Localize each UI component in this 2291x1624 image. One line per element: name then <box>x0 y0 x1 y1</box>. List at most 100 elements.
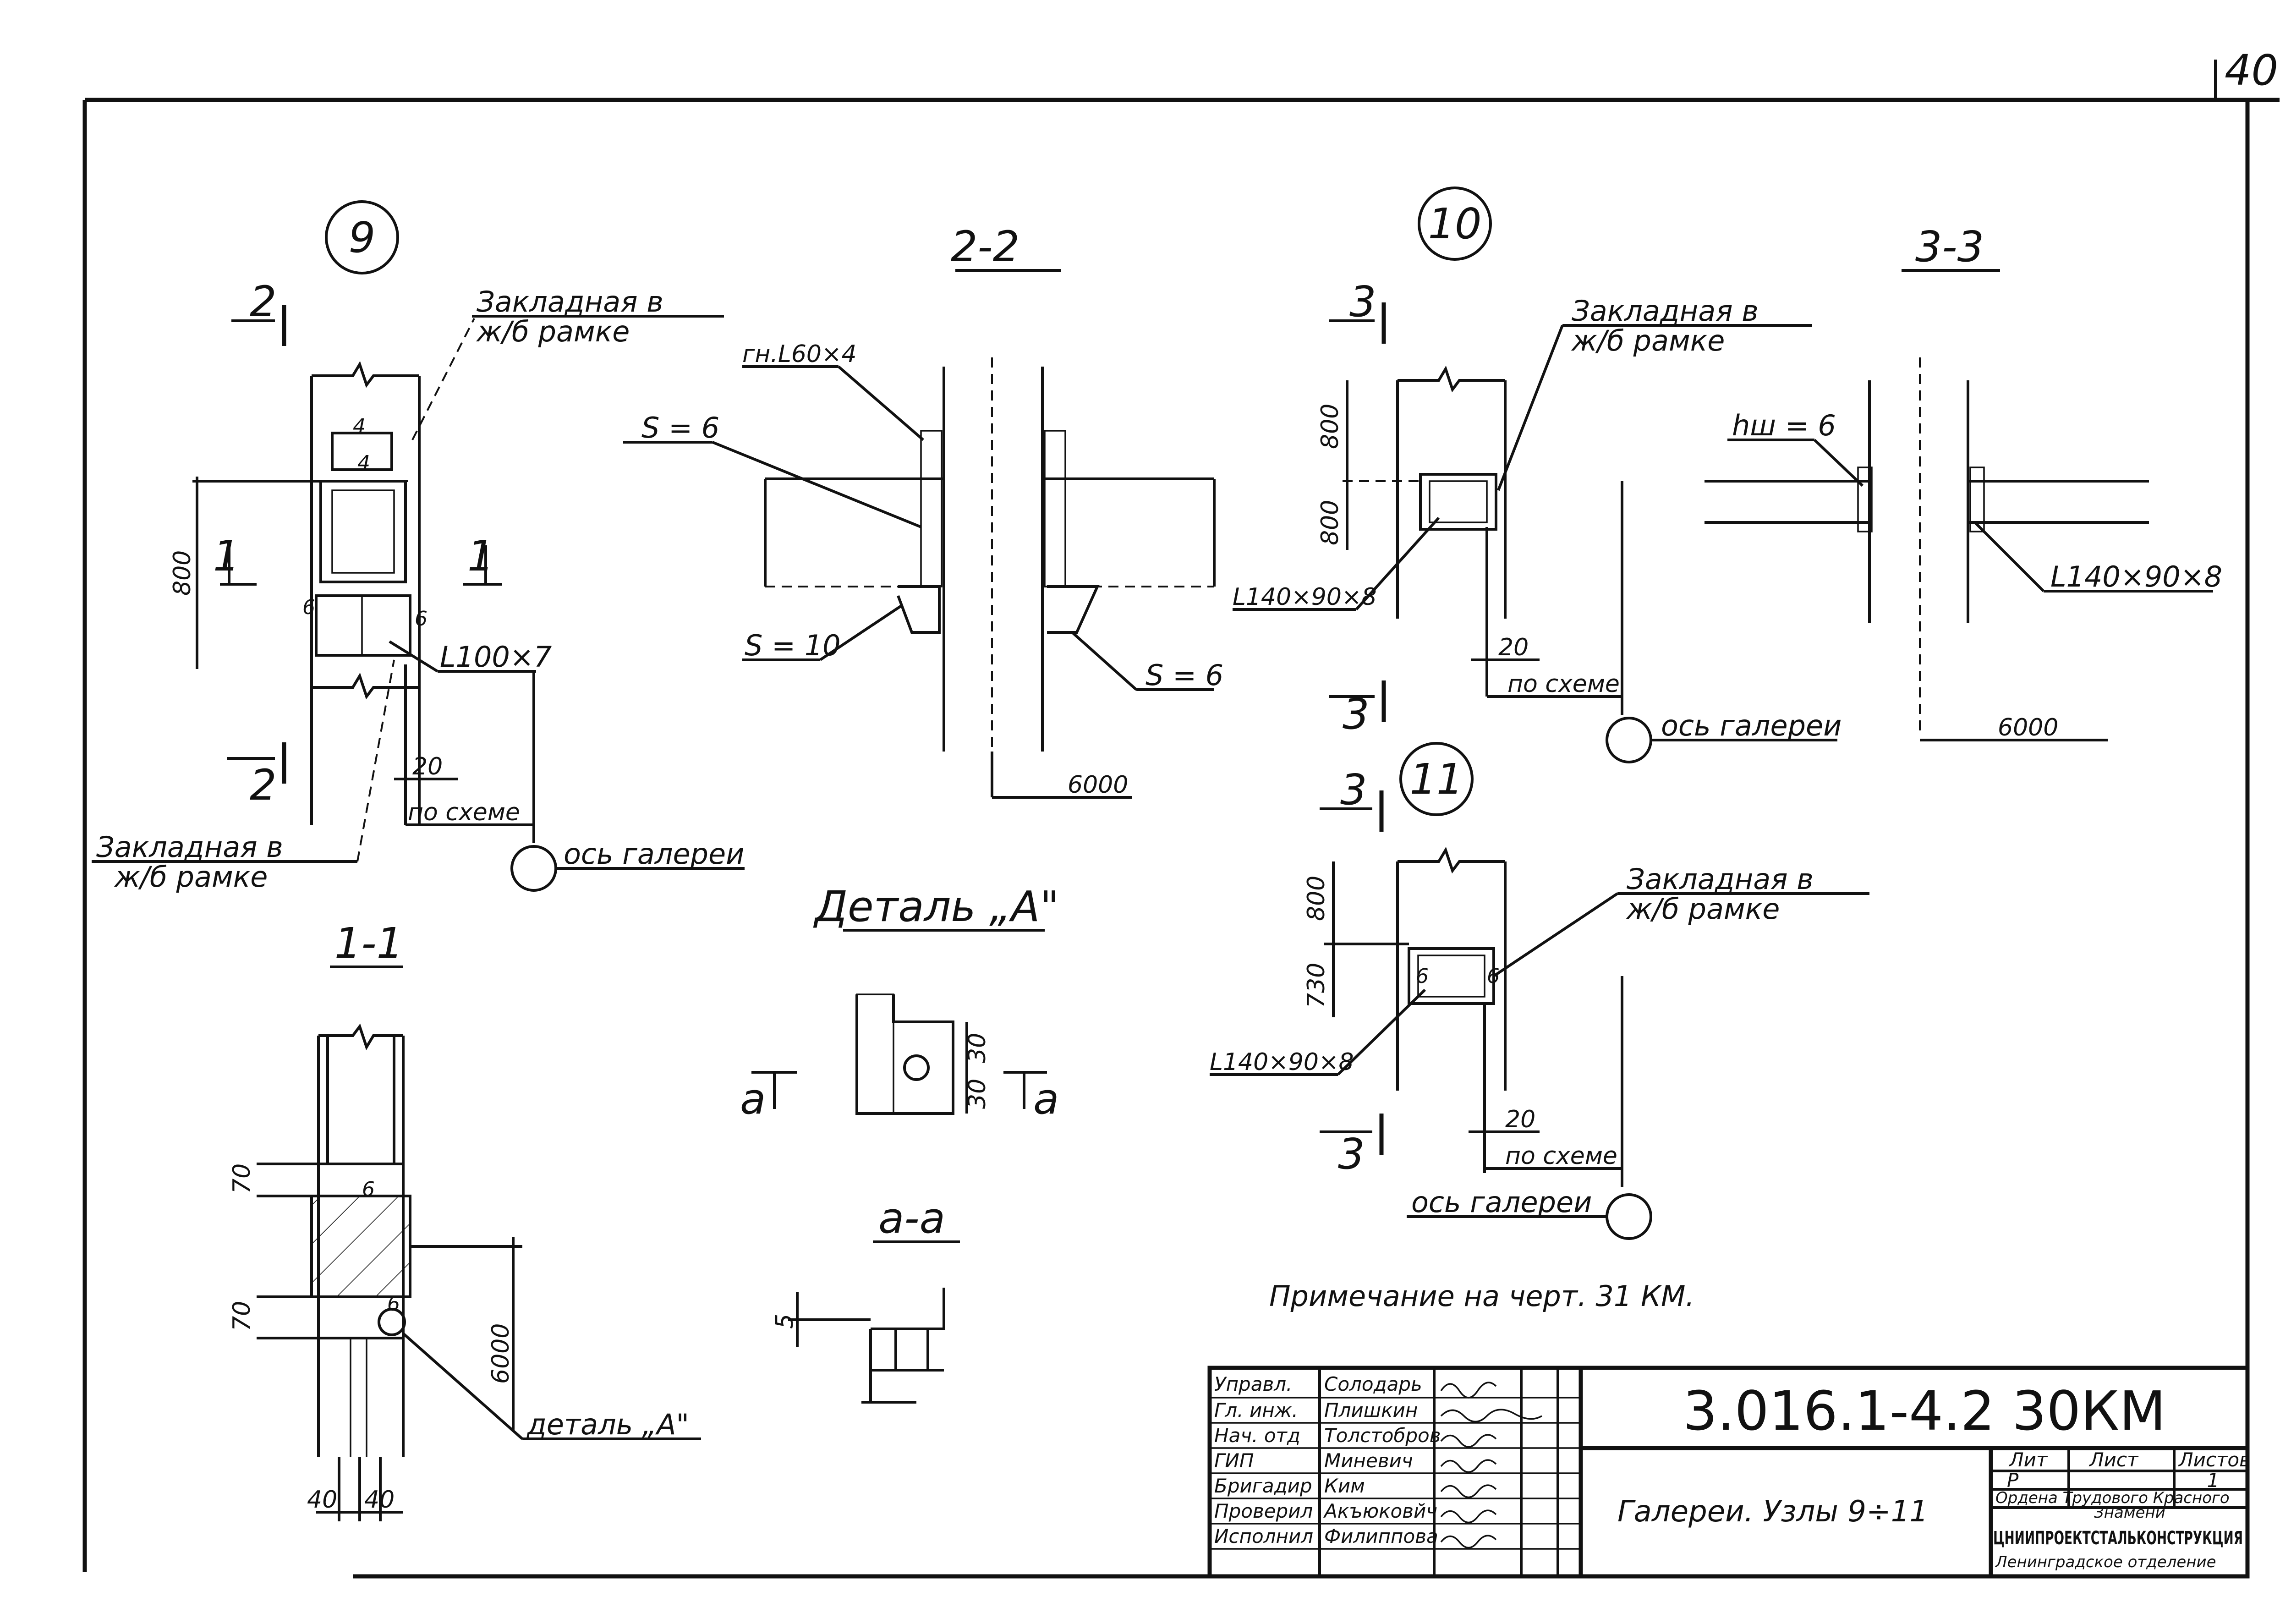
dim-20: 20 <box>1498 634 1529 661</box>
cut-a-left-label: а <box>740 1075 766 1124</box>
po-skheme: по схеме <box>1507 670 1620 698</box>
dim-20: 20 <box>412 753 443 780</box>
cut-2-top-label: 2 <box>250 277 277 326</box>
drawing-title: Галереи. Узлы 9÷11 <box>1617 1495 1928 1529</box>
weld-4a: 4 <box>353 415 366 438</box>
weld-6a: 6 <box>362 1178 375 1201</box>
name-4: Ким <box>1324 1475 1365 1497</box>
dim-800a: 800 <box>1316 404 1344 449</box>
signatures <box>1440 1382 1542 1549</box>
dim-730: 730 <box>1303 963 1330 1008</box>
cut-3-bottom-label: 3 <box>1343 690 1370 739</box>
sheets-header: Листов <box>2178 1448 2251 1471</box>
dim-30b: 30 <box>964 1079 991 1109</box>
cut-3-bottom-label: 3 <box>1338 1130 1365 1179</box>
node-10: 10 3 3 800 800 Закладная в ж/б рамке L14… <box>1233 187 1842 763</box>
node-marker-circle <box>1399 742 1474 816</box>
section-title: 1-1 <box>334 919 403 968</box>
node-marker-circle <box>1418 187 1492 261</box>
node-marker: 11 <box>1409 755 1463 804</box>
dim-5: 5 <box>771 1314 799 1329</box>
section-2-2: 2-2 гн.L60×4 S = 6 S = 10 S = 6 6000 <box>623 222 1223 799</box>
dim-70b: 70 <box>228 1301 256 1331</box>
gn-angle-label: гн.L60×4 <box>742 340 857 368</box>
detail-title: Деталь „А" <box>813 882 1059 931</box>
axis-circle <box>1606 717 1652 763</box>
dim-40b: 40 <box>364 1486 395 1514</box>
role-6: Исполнил <box>1214 1525 1313 1547</box>
embed-label-2: ж/б рамке <box>1626 892 1780 926</box>
page-number: 40 <box>2225 46 2278 95</box>
weld-4b: 4 <box>357 451 370 475</box>
section-3-3: 3-3 hш = 6 L140×90×8 6000 <box>1705 222 2222 741</box>
po-skheme: по схеме <box>1505 1142 1617 1170</box>
embed-label-1: Закладная в <box>1572 294 1759 328</box>
angle-label: L100×7 <box>440 640 552 674</box>
dim-6000: 6000 <box>1998 714 2058 741</box>
name-0: Солодарь <box>1324 1373 1422 1395</box>
cut-3-top-label: 3 <box>1349 277 1376 326</box>
dim-800b: 800 <box>1316 500 1344 545</box>
org-dept: Ленинградское отделение <box>1995 1553 2216 1571</box>
org-name: ЦНИИПРОЕКТСТАЛЬКОНСТРУКЦИЯ <box>1993 1528 2243 1549</box>
lit-header: Лит <box>2008 1448 2048 1471</box>
node-9: 9 2 2 1 1 800 4 4 6 6 <box>92 200 745 894</box>
role-4: Бригадир <box>1214 1475 1312 1497</box>
s6-top-label: S = 6 <box>641 411 719 444</box>
cut-a-right-label: а <box>1033 1075 1059 1124</box>
s6-bottom-label: S = 6 <box>1146 658 1223 692</box>
cut-1-right-label: 1 <box>467 532 494 581</box>
angle-label: L140×90×8 <box>2050 560 2222 593</box>
cut-3-top-label: 3 <box>1340 765 1367 814</box>
weld-6b: 6 <box>387 1292 400 1316</box>
role-1: Гл. инж. <box>1214 1399 1298 1421</box>
bolt <box>378 1308 406 1336</box>
cut-1-left-label: 1 <box>213 532 240 581</box>
axis-label: ось галереи <box>564 837 744 871</box>
drawing-note: Примечание на черт. 31 КМ. <box>1269 1279 1694 1313</box>
axis-circle <box>510 845 557 892</box>
embed-label-top-2: ж/б рамке <box>476 315 630 348</box>
embed-label-bottom-1: Закладная в <box>96 830 283 864</box>
weld-6a: 6 <box>302 596 315 619</box>
axis-label: ось галереи <box>1411 1185 1592 1219</box>
sheets-value: 1 <box>2207 1469 2220 1492</box>
detail-ref-label: деталь „А" <box>526 1408 689 1441</box>
section-title: а-а <box>878 1194 945 1243</box>
angle-label: L140×90×8 <box>1233 583 1377 611</box>
detail-a: Деталь „А" 30 30 а а <box>740 882 1059 1124</box>
weld-6b: 6 <box>415 607 428 631</box>
embed-label-top-1: Закладная в <box>477 285 663 318</box>
embed-label-bottom-2: ж/б рамке <box>114 860 268 894</box>
title-block: Управл. Солодарь Гл. инж. Плишкин Нач. о… <box>1207 1366 2251 1579</box>
dim-800: 800 <box>1303 876 1330 921</box>
weld-6a: 6 <box>1416 965 1429 988</box>
axis-label: ось галереи <box>1661 709 1842 742</box>
section-title: 3-3 <box>1915 222 1984 271</box>
role-3: ГИП <box>1214 1449 1254 1472</box>
name-3: Миневич <box>1324 1449 1413 1472</box>
dim-40a: 40 <box>307 1486 337 1514</box>
section-a-a: а-а 5 <box>771 1194 960 1404</box>
sheet-header: Лист <box>2088 1448 2139 1471</box>
section-1-1: 1-1 70 70 6 6 6000 40 40 дет <box>228 919 701 1521</box>
dim-6000: 6000 <box>487 1323 515 1384</box>
name-2: Толстобров <box>1324 1424 1441 1447</box>
dim-30a: 30 <box>964 1033 991 1063</box>
node-marker-circle <box>325 200 399 274</box>
weld-6b: 6 <box>1487 965 1500 988</box>
po-skheme: по схеме <box>408 799 520 826</box>
dim-70a: 70 <box>228 1163 256 1194</box>
role-5: Проверил <box>1214 1500 1313 1522</box>
dim-800: 800 <box>169 550 196 596</box>
name-1: Плишкин <box>1324 1399 1418 1421</box>
concrete-frame <box>310 1195 411 1298</box>
org-line-1: Ордена Трудового Красного <box>1995 1489 2230 1507</box>
node-marker: 10 <box>1428 199 1481 248</box>
bolt-hole <box>903 1054 930 1081</box>
embed-label-2: ж/б рамке <box>1571 324 1725 357</box>
s10-label: S = 10 <box>745 629 841 662</box>
dim-20: 20 <box>1505 1106 1535 1133</box>
axis-circle <box>1606 1193 1652 1240</box>
